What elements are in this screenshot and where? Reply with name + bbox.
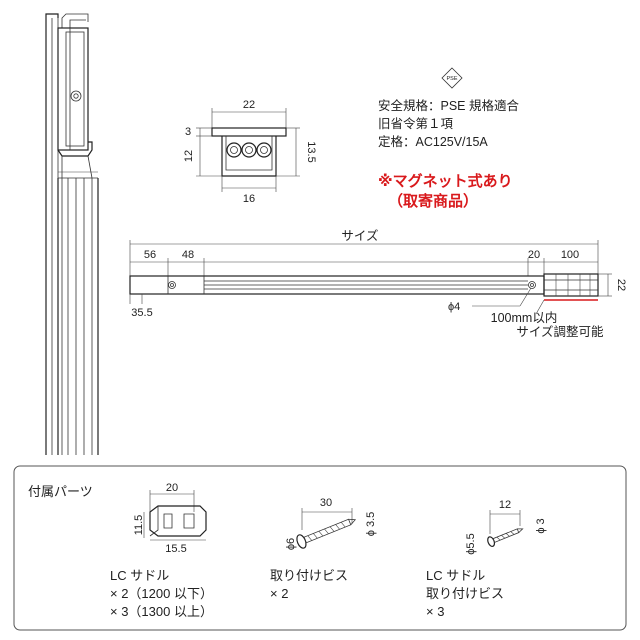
- screw-large-dim-6: ϕ6: [285, 538, 297, 550]
- spec-block: PSE 安全規格：PSE 規格適合 旧省令第１項 定格：AC125V/15A ※…: [378, 67, 519, 210]
- screw-small-label-1: LC サドル: [426, 568, 485, 583]
- screw-small-dim-5-5: ϕ5.5: [465, 533, 477, 554]
- section-height-top: 3: [185, 126, 191, 138]
- section-width-top: 22: [243, 99, 255, 111]
- vertical-rail-drawing: [45, 13, 99, 455]
- section-width-bottom: 16: [243, 193, 255, 205]
- mounting-screw-small: 12 ϕ5.5 ϕ 3 LC サドル 取り付けビス × 3: [426, 499, 547, 619]
- section-height-right: 13.5: [305, 141, 317, 162]
- saddle-dim-11-5: 11.5: [133, 515, 145, 536]
- section-height-left: 12: [183, 150, 195, 162]
- dim-20: 20: [528, 249, 540, 261]
- screw-large-qty: × 2: [270, 586, 288, 601]
- saddle-dim-15-5: 15.5: [165, 543, 186, 555]
- parts-box: 付属パーツ 20 11.5 15.5 LC サドル × 2（1200 以下） ×…: [13, 465, 627, 631]
- section-view: 22 3 12 13.5 16: [183, 99, 317, 205]
- dim-56: 56: [144, 249, 156, 261]
- screw-small-label-2: 取り付けビス: [426, 586, 504, 601]
- saddle-dim-20: 20: [166, 482, 178, 494]
- dim-phi4: ϕ4: [448, 301, 460, 313]
- mounting-screw-large: 30 ϕ6 ϕ 3.5 取り付けビス × 2: [270, 497, 377, 601]
- saddle-label: LC サドル: [110, 568, 169, 583]
- spec-line-2: 旧省令第１項: [378, 116, 454, 131]
- lc-saddle: 20 11.5 15.5 LC サドル × 2（1200 以下） × 3（130…: [110, 482, 213, 619]
- spec-line-1: 安全規格：PSE 規格適合: [378, 98, 519, 113]
- dim-35-5: 35.5: [131, 307, 152, 319]
- pse-diamond-icon: PSE: [441, 67, 463, 89]
- pse-mark: PSE: [446, 76, 457, 82]
- size-label: サイズ: [341, 228, 378, 243]
- adjust-note-line-1: 100mm以内: [491, 311, 558, 325]
- parts-title: 付属パーツ: [28, 484, 93, 499]
- rail-side-view: サイズ 56 48 20 100 22: [129, 228, 627, 339]
- dim-22: 22: [615, 279, 627, 291]
- dim-48: 48: [182, 249, 194, 261]
- screw-small-dim-12: 12: [499, 499, 511, 511]
- saddle-qty-1: × 2（1200 以下）: [110, 586, 213, 601]
- screw-large-dim-3-5: ϕ 3.5: [365, 512, 377, 537]
- screw-large-dim-30: 30: [320, 497, 332, 509]
- screw-large-label: 取り付けビス: [270, 568, 348, 583]
- dim-100: 100: [561, 249, 579, 261]
- saddle-qty-2: × 3（1300 以上）: [110, 604, 213, 619]
- spec-line-3: 定格：AC125V/15A: [378, 134, 488, 149]
- screw-small-qty: × 3: [426, 604, 444, 619]
- magnet-note-line-2: （取寄商品）: [388, 192, 478, 210]
- magnet-note-line-1: ※マグネット式あり: [378, 172, 513, 190]
- adjust-note-line-2: サイズ調整可能: [516, 324, 604, 339]
- screw-small-dim-3: ϕ 3: [535, 518, 547, 533]
